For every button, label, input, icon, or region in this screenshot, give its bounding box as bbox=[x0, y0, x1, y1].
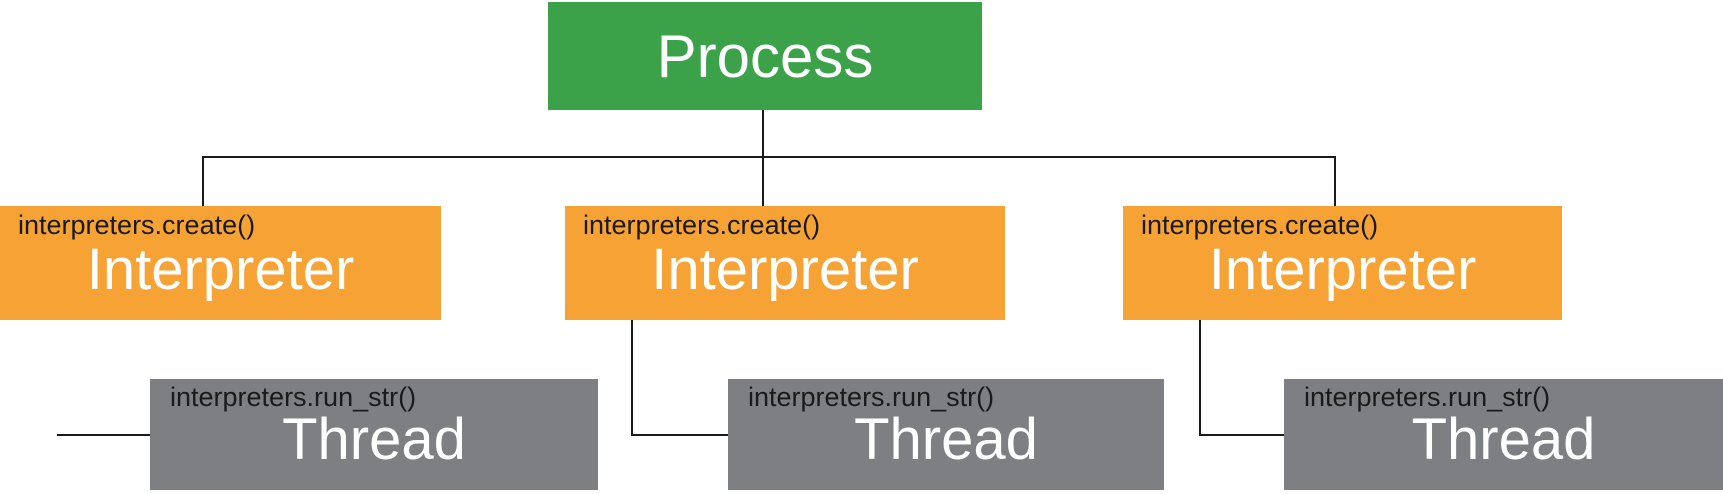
interpreter-box: interpreters.create() Interpreter bbox=[1123, 206, 1562, 320]
thread-box: interpreters.run_str() Thread bbox=[728, 379, 1164, 490]
thread-label: Thread bbox=[282, 407, 466, 472]
interpreter-box: interpreters.create() Interpreter bbox=[0, 206, 441, 320]
connector-left-drop-line bbox=[202, 156, 204, 208]
interpreter-annotation: interpreters.create() bbox=[583, 210, 821, 240]
connector-right-drop-line bbox=[1334, 156, 1336, 208]
connector-middle-thread-vertical bbox=[631, 320, 633, 436]
connector-middle-thread-horizontal bbox=[631, 434, 728, 436]
connector-process-drop-line bbox=[762, 110, 764, 208]
interpreter-annotation: interpreters.create() bbox=[1141, 210, 1379, 240]
thread-annotation: interpreters.run_str() bbox=[1304, 382, 1551, 412]
thread-label: Thread bbox=[1411, 407, 1596, 472]
process-box: Process bbox=[548, 2, 982, 110]
thread-box: interpreters.run_str() Thread bbox=[1284, 379, 1723, 490]
interpreter-label: Interpreter bbox=[86, 237, 355, 302]
interpreter-label: Interpreter bbox=[1208, 237, 1477, 302]
connector-right-thread-vertical bbox=[1199, 320, 1201, 436]
thread-box: interpreters.run_str() Thread bbox=[150, 379, 598, 490]
thread-annotation: interpreters.run_str() bbox=[748, 382, 995, 412]
connector-left-thread-stub bbox=[57, 434, 150, 436]
connector-main-horizontal-line bbox=[202, 156, 1336, 158]
thread-label: Thread bbox=[854, 407, 1038, 472]
interpreter-annotation: interpreters.create() bbox=[18, 210, 256, 240]
connector-right-thread-horizontal bbox=[1199, 434, 1284, 436]
thread-annotation: interpreters.run_str() bbox=[170, 382, 417, 412]
interpreter-label: Interpreter bbox=[651, 237, 919, 302]
interpreter-box: interpreters.create() Interpreter bbox=[565, 206, 1005, 320]
